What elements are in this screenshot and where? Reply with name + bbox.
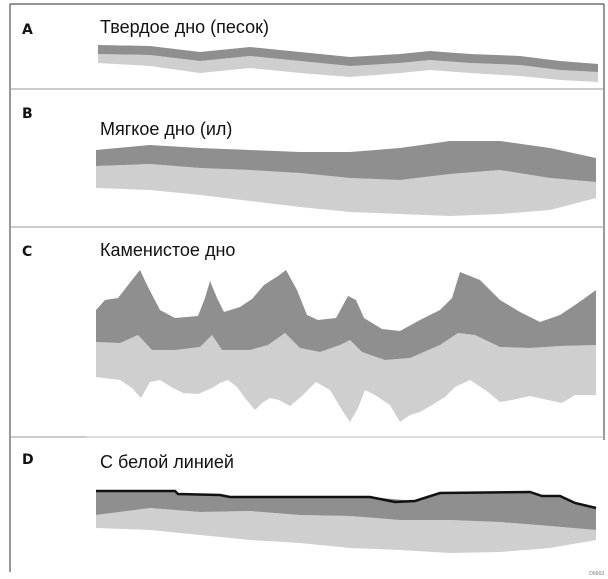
panel-a-title: Твердое дно (песок) xyxy=(100,17,269,37)
panel-a-light-band xyxy=(98,54,598,82)
panel-c-dark-band xyxy=(96,270,596,360)
panel-a-dark-band xyxy=(98,45,598,72)
panel-c-letter: C xyxy=(22,244,33,260)
panel-d-title: С белой линией xyxy=(100,452,234,472)
panel-b-letter: B xyxy=(22,106,33,122)
panel-b-dark-band xyxy=(96,141,596,182)
panel-c-title: Каменистое дно xyxy=(100,240,236,260)
panel-b-title: Мягкое дно (ил) xyxy=(100,119,233,139)
panel-b-light-band xyxy=(96,164,596,216)
panel-d-light-band xyxy=(96,508,596,553)
panel-d-white-line xyxy=(96,489,597,510)
panel-a-letter: A xyxy=(22,22,33,38)
panel-d-letter: D xyxy=(22,452,34,468)
figure-code: D6663 xyxy=(589,571,604,577)
panel-c-light-band xyxy=(96,333,596,422)
panel-d-dark-band xyxy=(96,491,596,530)
